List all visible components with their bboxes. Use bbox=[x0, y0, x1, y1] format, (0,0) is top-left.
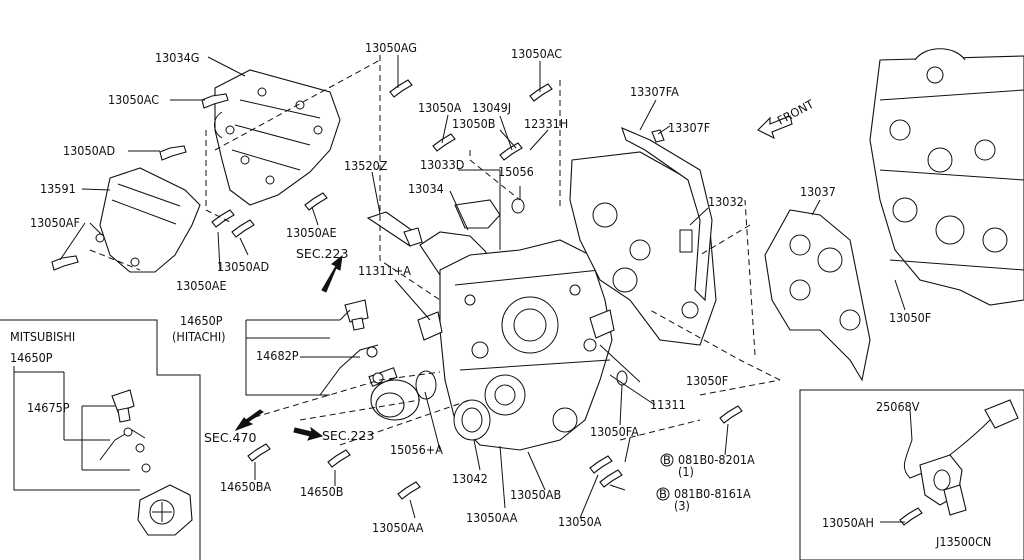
label-13034: 13034 bbox=[408, 181, 444, 196]
label-13050B: 13050B bbox=[452, 116, 495, 131]
label-14650P-mitsubishi: 14650P bbox=[10, 350, 53, 365]
label-13033D: 13033D bbox=[420, 157, 464, 172]
label-14650P-hitachi: 14650P bbox=[180, 313, 223, 328]
label-13050F-2: 13050F bbox=[686, 373, 728, 388]
label-13520Z: 13520Z bbox=[344, 158, 388, 173]
section-ref-sec223-top: SEC.223 bbox=[296, 246, 348, 261]
label-13037: 13037 bbox=[800, 184, 836, 199]
part-14682P-hose bbox=[319, 344, 384, 396]
label-081B0-8201A: 081B0-8201A bbox=[678, 452, 755, 467]
label-13050AE: 13050AE bbox=[286, 225, 337, 240]
label-13050AC: 13050AC bbox=[108, 92, 159, 107]
part-15056A-oring bbox=[415, 370, 437, 400]
label-13050AE-2: 13050AE bbox=[176, 278, 227, 293]
circled-b-letter: B bbox=[663, 453, 671, 467]
part-11311-plug bbox=[417, 309, 628, 386]
label-12331H: 12331H bbox=[524, 116, 568, 131]
part-13520Z-seal bbox=[366, 211, 423, 247]
hitachi-bracket bbox=[245, 309, 360, 396]
front-arrow-icon bbox=[757, 115, 793, 140]
label-13049J: 13049J bbox=[472, 100, 511, 115]
part-13050-timing-cover bbox=[439, 239, 613, 451]
circled-b-icon bbox=[660, 453, 674, 467]
label-13050AA: 13050AA bbox=[466, 510, 518, 525]
label-mitsubishi: MITSUBISHI bbox=[10, 329, 75, 344]
label-13591: 13591 bbox=[40, 181, 76, 196]
label-13050AG: 13050AG bbox=[365, 40, 417, 55]
label-13307F: 13307F bbox=[668, 120, 710, 135]
label-hitachi: (HITACHI) bbox=[172, 329, 226, 344]
label-15056A: 15056+A bbox=[390, 442, 443, 457]
label-14682P: 14682P bbox=[256, 348, 299, 363]
label-14675P: 14675P bbox=[27, 400, 70, 415]
diagram-code: J13500CN bbox=[935, 534, 991, 549]
label-13050FA: 13050FA bbox=[590, 424, 639, 439]
label-13050AF: 13050AF bbox=[30, 215, 80, 230]
circled-b-icon-2 bbox=[656, 487, 670, 501]
section-arrows bbox=[234, 254, 343, 441]
label-11311A: 11311+A bbox=[358, 263, 411, 278]
part-13307FA-gasket bbox=[621, 127, 713, 302]
assembly-dashed-lines bbox=[89, 55, 781, 446]
label-081B0-8161A-qty: (3) bbox=[674, 498, 690, 513]
label-14650BA: 14650BA bbox=[220, 479, 271, 494]
part-13034G-cover bbox=[214, 69, 341, 206]
label-13050AA-2: 13050AA bbox=[372, 520, 424, 535]
sensor-inset: 25068V 13050AH bbox=[799, 389, 1024, 560]
part-13032-gasket bbox=[569, 151, 717, 346]
label-13050AH: 13050AH bbox=[822, 515, 874, 530]
section-ref-sec223-bottom: SEC.223 bbox=[322, 428, 374, 443]
label-13307FA: 13307FA bbox=[630, 84, 679, 99]
label-13034G: 13034G bbox=[155, 50, 199, 65]
label-25068V: 25068V bbox=[876, 399, 920, 414]
label-14650B: 14650B bbox=[300, 484, 343, 499]
mitsubishi-inset: MITSUBISHI 14650P 14675P bbox=[0, 319, 201, 560]
label-13050A-2: 13050A bbox=[558, 514, 602, 529]
part-13042-oil-seal bbox=[453, 399, 491, 441]
part-14650P-vacuum-pump bbox=[368, 367, 420, 421]
label-13042: 13042 bbox=[452, 471, 488, 486]
label-081B0-8161A: 081B0-8161A bbox=[674, 486, 751, 501]
label-13050AB: 13050AB bbox=[510, 487, 561, 502]
label-11311: 11311 bbox=[650, 397, 686, 412]
section-ref-sec470: SEC.470 bbox=[204, 430, 256, 445]
part-labels: 13034G 13050AC 13050AD 13591 13050AF 130… bbox=[30, 40, 931, 535]
leader-lines bbox=[59, 55, 913, 523]
circled-b-letter-2: B bbox=[659, 487, 667, 501]
label-081B0-8201A-qty: (1) bbox=[678, 464, 694, 479]
label-15056: 15056 bbox=[498, 164, 534, 179]
label-13050AD: 13050AD bbox=[63, 143, 115, 158]
part-13591-cover bbox=[95, 167, 201, 273]
part-15056-oring bbox=[511, 198, 525, 214]
label-13032: 13032 bbox=[708, 194, 744, 209]
label-13050AC-2: 13050AC bbox=[511, 46, 562, 61]
banjo-bolt bbox=[344, 299, 369, 331]
engine-block bbox=[869, 48, 1024, 306]
front-label: FRONT bbox=[775, 96, 817, 127]
label-13050AD-2: 13050AD bbox=[217, 259, 269, 274]
label-13050F: 13050F bbox=[889, 310, 931, 325]
label-13050A: 13050A bbox=[418, 100, 462, 115]
part-13037-gasket bbox=[764, 209, 871, 382]
